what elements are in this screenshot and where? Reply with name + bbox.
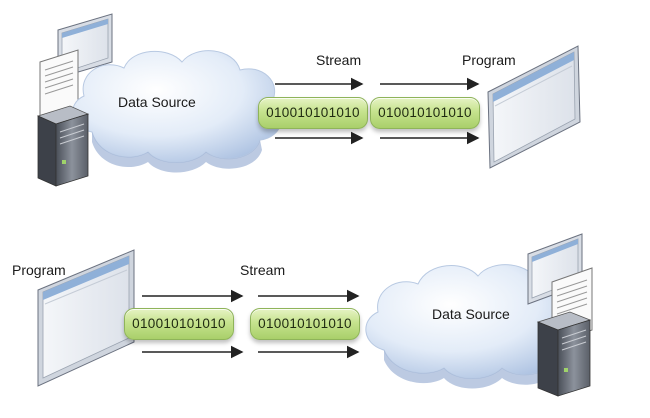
bottom-packet-2: 010010101010 [250,308,360,340]
cloud-icon [72,50,283,173]
document-icon [39,49,79,123]
server-tower-icon [536,311,592,397]
program-window-icon [487,45,581,169]
top-stream-label: Stream [316,52,362,68]
bottom-stream-label: Stream [240,262,286,278]
cloud-icon [365,264,579,389]
top-program-label: Program [462,52,516,68]
top-packet-1: 010010101010 [258,97,368,129]
bottom-packet-1: 010010101010 [124,308,234,340]
bottom-program-label: Program [12,262,66,278]
program-window-icon [37,249,135,387]
top-data-source-label: Data Source [118,94,196,110]
bottom-data-source-label: Data Source [432,306,510,322]
top-packet-2: 010010101010 [370,97,480,129]
server-tower-icon [36,105,90,187]
